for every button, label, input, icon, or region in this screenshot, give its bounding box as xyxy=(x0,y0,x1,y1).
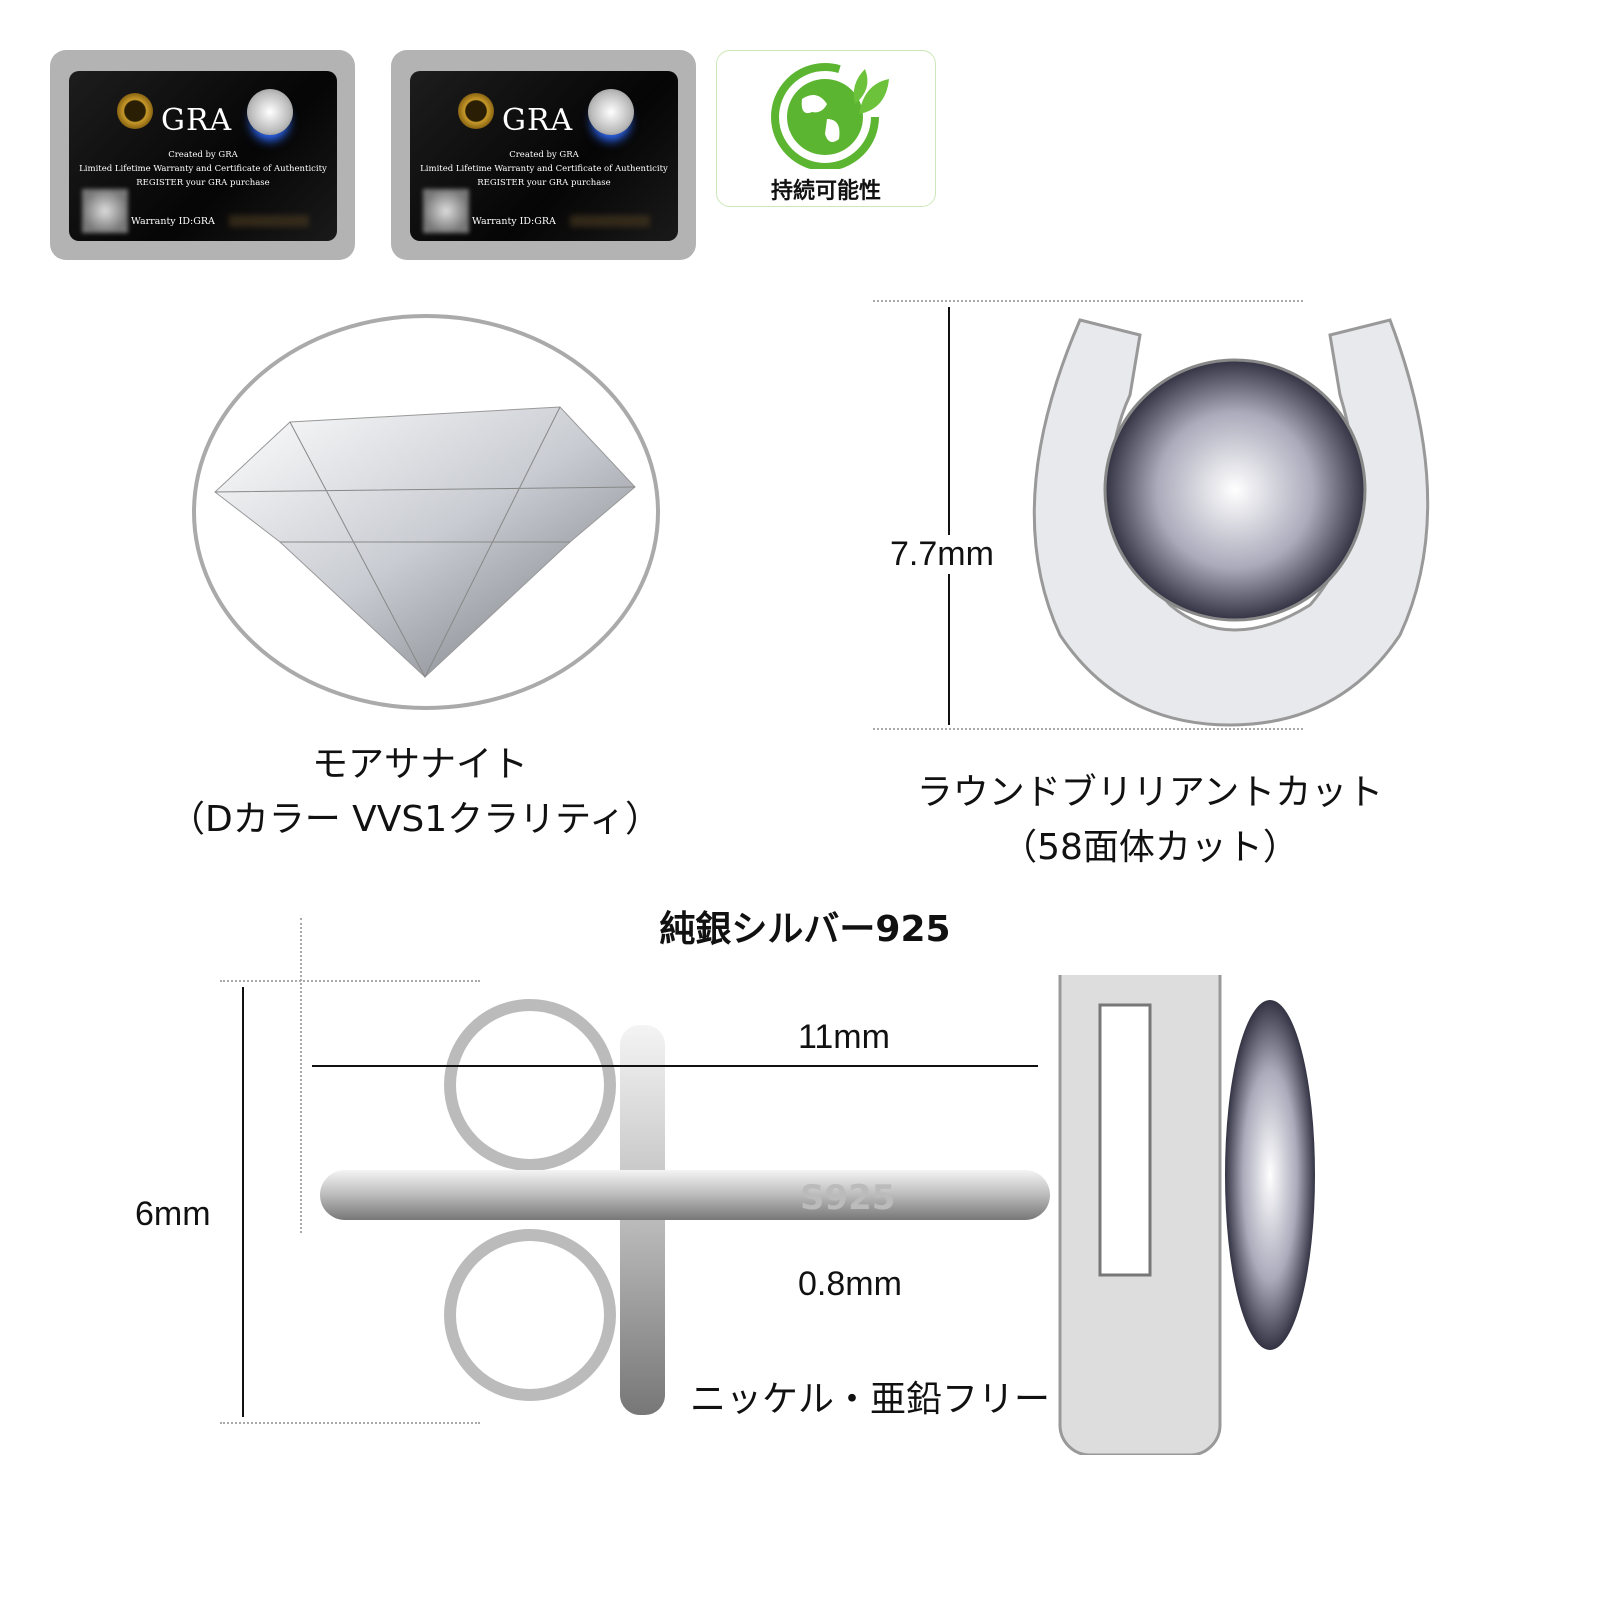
feature-label: ニッケル・亜鉛フリー xyxy=(690,1379,1051,1420)
qr-code xyxy=(82,189,128,233)
dimension-guide xyxy=(220,980,480,982)
stone-grade: （Dカラー VVS1クラリティ） xyxy=(168,799,661,840)
brand: GRA xyxy=(161,103,233,138)
cert-line: REGISTER your GRA purchase xyxy=(136,178,270,188)
certificate-card-1: GRA Created by GRA Limited Lifetime Warr… xyxy=(50,50,355,260)
warranty-id: Warranty ID:GRA xyxy=(472,216,556,227)
warranty-number-blurred xyxy=(229,215,309,227)
height-label: 7.7mm xyxy=(890,535,994,574)
length-dimension-line xyxy=(312,1065,1038,1067)
cut-name: ラウンドブリリアントカット xyxy=(916,772,1384,813)
cert-line: Created by GRA xyxy=(509,150,579,160)
dimension-guide-bottom xyxy=(873,728,1303,730)
stone-name: モアサナイト xyxy=(311,744,528,785)
material-label: 純銀シルバー925 xyxy=(659,909,951,950)
back-height-label: 6mm xyxy=(135,1195,211,1233)
cert-line: Created by GRA xyxy=(168,150,238,160)
horseshoe-earring-front-image xyxy=(1032,318,1430,727)
badge-label: 持続可能性 xyxy=(770,179,881,204)
warranty-number-blurred xyxy=(570,215,650,227)
diamond-icon xyxy=(588,89,634,135)
post-diameter-label: 0.8mm xyxy=(798,1265,902,1303)
gra-seal-icon xyxy=(117,93,153,129)
diamond-icon xyxy=(247,89,293,135)
dimension-guide xyxy=(220,1422,480,1424)
sustainability-badge: 持続可能性 xyxy=(716,50,936,207)
cut-detail: （58面体カット） xyxy=(1001,827,1299,868)
certificate-card-2: GRA Created by GRA Limited Lifetime Warr… xyxy=(391,50,696,260)
earring-side-view-image xyxy=(320,975,1315,1455)
brand: GRA xyxy=(502,103,574,138)
dimension-guide-top xyxy=(873,300,1303,302)
warranty-id: Warranty ID:GRA xyxy=(131,216,215,227)
gra-seal-icon xyxy=(458,93,494,129)
dimension-guide xyxy=(300,918,302,1233)
cert-line: Limited Lifetime Warranty and Certificat… xyxy=(420,164,668,174)
cert-line: Limited Lifetime Warranty and Certificat… xyxy=(79,164,327,174)
back-height-dimension-line xyxy=(242,987,244,1417)
qr-code xyxy=(423,189,469,233)
cert-line: REGISTER your GRA purchase xyxy=(477,178,611,188)
recycle-globe-leaf-icon xyxy=(771,63,889,169)
height-dimension-line xyxy=(948,307,950,725)
moissanite-stone-image xyxy=(192,314,660,710)
s925-stamp: S925 xyxy=(800,1178,896,1218)
length-label: 11mm xyxy=(798,1018,890,1056)
